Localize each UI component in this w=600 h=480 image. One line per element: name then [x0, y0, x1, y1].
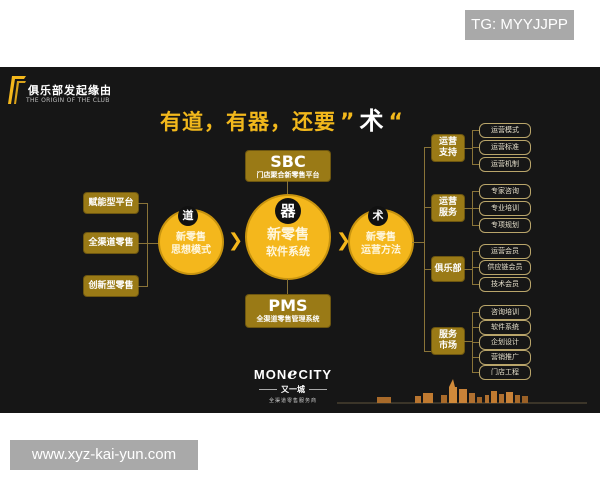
connector: [287, 279, 288, 295]
city-skyline-icon: [337, 379, 587, 404]
list-item: 专家咨询: [479, 184, 531, 199]
connector: [424, 147, 433, 148]
headline: 有道，有器，还要”术“: [160, 101, 408, 136]
list-item: 技术会员: [479, 277, 531, 292]
brand-e: e: [287, 364, 299, 383]
pms-subtitle: 全渠道零售管理系统: [256, 315, 320, 323]
headline-close-quote: “: [388, 110, 404, 135]
category-line1: 运营: [438, 197, 457, 207]
connector: [472, 357, 479, 358]
headline-open-quote: ”: [340, 110, 356, 135]
connector: [424, 207, 433, 208]
connector: [472, 267, 479, 268]
category-line1: 服务: [438, 330, 457, 340]
connector: [472, 251, 479, 252]
left-item-enabling-platform: 赋能型平台: [84, 193, 138, 213]
category-line2: 市场: [438, 341, 457, 351]
logo-bracket-icon: [8, 76, 26, 104]
logo-title-en: THE ORIGIN OF THE CLUB: [26, 97, 110, 104]
headline-keyword: 术: [359, 107, 385, 135]
brand-sub: 全渠道零售服务商: [268, 398, 317, 404]
connector: [472, 191, 479, 192]
chevron-right-icon: ❯: [336, 230, 352, 251]
category-line1: 运营: [438, 137, 457, 147]
left-item-omnichannel-retail: 全渠道零售: [84, 233, 138, 253]
connector: [138, 286, 147, 287]
list-item: 运营会员: [479, 244, 531, 259]
connector: [472, 372, 479, 373]
list-item: 运营模式: [479, 123, 531, 138]
list-item: 门店工程: [479, 365, 531, 380]
brand-cn: 又一城: [248, 384, 338, 395]
pms-title: PMS: [268, 296, 308, 315]
connector: [472, 284, 479, 285]
pms-box: PMS 全渠道零售管理系统: [246, 295, 330, 327]
connector: [472, 342, 479, 343]
headline-text: 有道，有器，还要: [160, 110, 336, 134]
connector: [424, 269, 433, 270]
connector: [472, 130, 479, 131]
list-item: 咨询培训: [479, 305, 531, 320]
connector: [472, 327, 479, 328]
dao-tag: 道: [178, 206, 198, 226]
monecity-brand-logo: MONeCITY 又一城 全渠道零售服务商: [248, 364, 338, 404]
list-item: 运营机制: [479, 157, 531, 172]
url-watermark: www.xyz-kai-yun.com: [10, 440, 198, 470]
sbc-box: SBC 门店聚合新零售平台: [246, 151, 330, 181]
connector: [147, 203, 148, 287]
connector: [472, 312, 479, 313]
sbc-subtitle: 门店聚合新零售平台: [256, 171, 320, 179]
category-ops-service: 运营服务: [432, 195, 464, 221]
dao-line2: 思想模式: [171, 245, 211, 256]
connector: [412, 242, 424, 243]
list-item: 软件系统: [479, 320, 531, 335]
qi-tag: 器: [275, 198, 301, 224]
brand-city: CITY: [298, 367, 333, 382]
category-line2: 支持: [438, 148, 457, 158]
list-item: 营销推广: [479, 350, 531, 365]
category-line1: 俱乐部: [434, 263, 462, 274]
category-club: 俱乐部: [432, 257, 464, 281]
logo-title-cn: 俱乐部发起缘由: [28, 84, 112, 97]
qi-line1: 新零售: [267, 227, 309, 243]
list-item: 专业培训: [479, 201, 531, 216]
connector: [424, 147, 425, 351]
list-item: 运营标准: [479, 140, 531, 155]
category-line2: 服务: [438, 208, 457, 218]
connector: [472, 164, 479, 165]
connector: [472, 208, 479, 209]
connector: [464, 341, 472, 342]
left-item-innovative-retail: 创新型零售: [84, 276, 138, 296]
list-item: 企划设计: [479, 335, 531, 350]
connector: [464, 148, 472, 149]
category-service-market: 服务市场: [432, 328, 464, 354]
dao-circle: 新零售 思想模式: [160, 211, 222, 273]
chevron-right-icon: ❯: [228, 230, 244, 251]
connector: [138, 203, 147, 204]
connector: [138, 243, 160, 244]
sbc-title: SBC: [270, 152, 306, 171]
tg-watermark: TG: MYYJJPP: [465, 10, 574, 40]
dao-line1: 新零售: [176, 232, 206, 243]
list-item: 专项规划: [479, 218, 531, 233]
shu-line2: 运营方法: [361, 245, 401, 256]
brand-mon: MON: [253, 367, 288, 382]
list-item: 供应链会员: [479, 260, 531, 275]
shu-line1: 新零售: [366, 232, 396, 243]
connector: [424, 351, 433, 352]
qi-line2: 软件系统: [266, 245, 310, 258]
connector: [472, 225, 479, 226]
category-ops-support: 运营支持: [432, 135, 464, 161]
connector: [464, 208, 472, 209]
connector: [287, 181, 288, 195]
connector: [464, 269, 472, 270]
shu-tag: 术: [368, 206, 388, 226]
club-origin-poster: 俱乐部发起缘由 THE ORIGIN OF THE CLUB 有道，有器，还要”…: [0, 67, 600, 413]
brand-wordmark: MONeCITY: [248, 364, 338, 383]
connector: [472, 147, 479, 148]
